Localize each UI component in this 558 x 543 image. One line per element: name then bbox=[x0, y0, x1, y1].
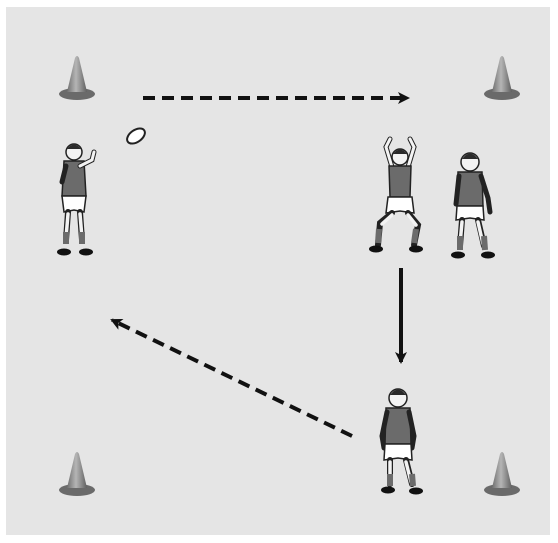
pitch-area bbox=[6, 7, 550, 535]
